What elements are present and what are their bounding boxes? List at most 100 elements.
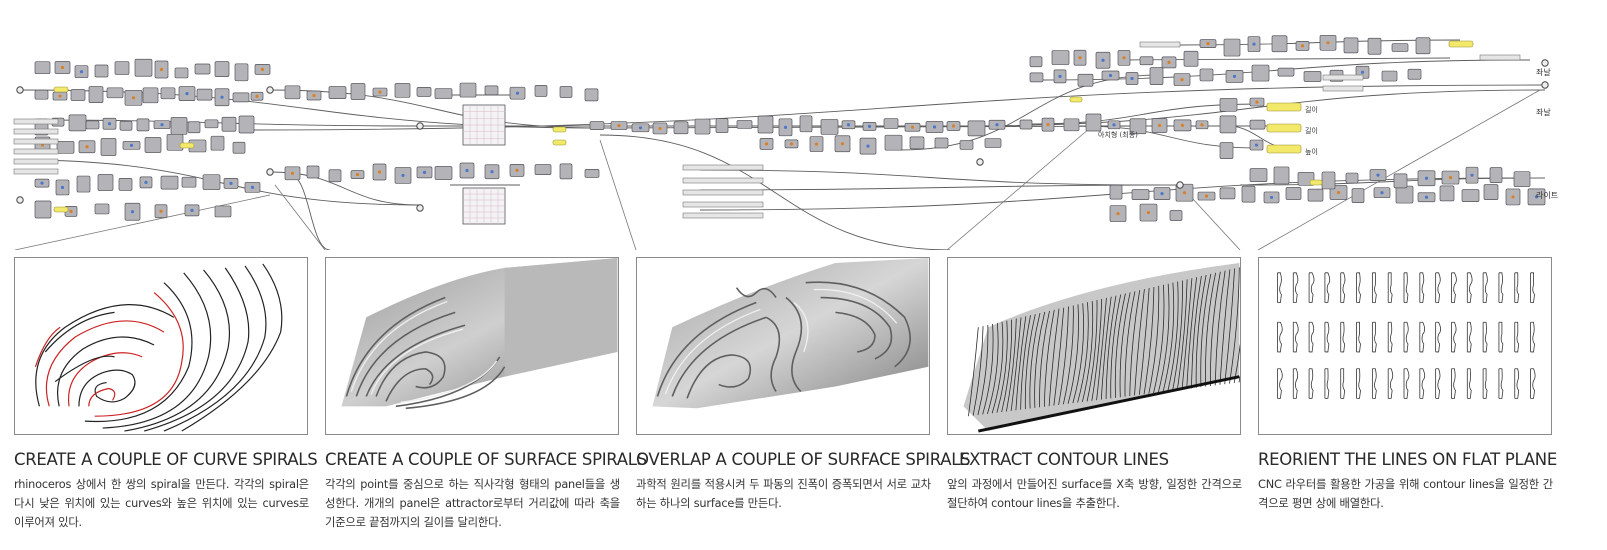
component-node-94 (589, 121, 605, 131)
relay-3 (266, 168, 274, 176)
contour-line-37 (1143, 286, 1155, 395)
component-node-74 (306, 165, 320, 179)
node-label-height: 높이 (1305, 148, 1318, 156)
flat-piece-29 (1466, 321, 1472, 353)
contour-line-32 (1119, 292, 1131, 398)
contour-line-14 (1034, 311, 1046, 408)
component-node-66 (284, 85, 301, 100)
node-dot-21 (185, 92, 189, 96)
component-node-35 (204, 119, 219, 129)
node-dot-79 (401, 173, 405, 178)
yellow-panel-7 (1266, 144, 1302, 154)
contour-line-16 (1043, 309, 1055, 407)
node-label-length-1: 길이 (1305, 106, 1318, 114)
pointer-line-0 (14, 194, 271, 251)
flat-piece-21 (1340, 321, 1346, 353)
component-node-187 (1249, 168, 1268, 182)
node-dot-115 (764, 142, 769, 146)
contour-line-29 (1105, 295, 1117, 400)
component-node-59 (34, 200, 52, 219)
component-node-18 (142, 87, 159, 104)
component-node-100 (715, 118, 729, 134)
component-node-122 (959, 140, 974, 150)
yellow-panel-2 (179, 142, 195, 149)
node-dot-84 (515, 91, 520, 95)
contour-line-21 (1067, 304, 1079, 404)
component-node-56 (202, 174, 221, 191)
flat-piece-9 (1419, 272, 1425, 303)
contour-line-40 (1157, 283, 1170, 393)
component-node-124 (1019, 119, 1033, 130)
component-node-5 (134, 58, 153, 77)
node-dot-138 (1122, 56, 1126, 60)
component-node-27 (68, 114, 87, 132)
flat-piece-49 (1514, 368, 1520, 399)
contour-line-10 (1015, 316, 1027, 411)
component-node-30 (119, 120, 133, 131)
flat-piece-13 (1482, 272, 1488, 303)
component-node-71 (394, 82, 411, 98)
component-node-46 (210, 135, 225, 151)
step-4-title: EXTRACT CONTOUR LINES (959, 450, 1169, 469)
node-dot-111 (932, 125, 937, 129)
component-node-14 (70, 89, 86, 101)
component-node-165 (1381, 70, 1398, 82)
step-2-title: CREATE A COUPLE OF SURFACE SPIRALS (325, 450, 647, 469)
component-node-31 (136, 118, 150, 132)
yellow-panel-10 (1069, 96, 1083, 103)
node-dot-30 (107, 122, 112, 126)
flat-piece-37 (1324, 368, 1330, 399)
component-node-4 (114, 61, 130, 75)
contour-line-12 (1024, 314, 1036, 410)
node-dot-64 (159, 209, 163, 213)
component-node-154 (1343, 37, 1359, 54)
flat-piece-38 (1340, 368, 1346, 399)
node-dot-104 (783, 125, 788, 129)
node-dot-119 (866, 144, 870, 148)
node-dot-54 (144, 180, 148, 184)
contour-line-31 (1114, 293, 1126, 398)
flat-piece-46 (1466, 368, 1472, 399)
node-dot-14 (58, 94, 62, 98)
component-node-16 (106, 87, 124, 99)
yellow-panel-3 (552, 126, 567, 133)
node-dot-12 (260, 67, 265, 72)
component-node-143 (1077, 73, 1094, 87)
contour-line-5 (991, 321, 1004, 414)
step-3-title: OVERLAP A COUPLE OF SURFACE SPIRALS (636, 450, 971, 469)
flat-piece-18 (1292, 321, 1299, 353)
contour-line-52 (1214, 270, 1226, 386)
component-node-61 (94, 203, 110, 215)
contour-line-33 (1124, 291, 1136, 397)
output-label-2: 좌날 (1536, 108, 1551, 117)
component-node-10 (234, 63, 249, 82)
component-node-133 (1029, 56, 1043, 68)
node-label-arch-final: 아치형 (최종) (1098, 131, 1138, 139)
contour-line-34 (1129, 290, 1141, 397)
component-node-161 (1277, 67, 1295, 77)
node-dot-149 (1206, 42, 1210, 46)
contour-line-53 (1219, 269, 1231, 385)
component-node-162 (1303, 71, 1322, 82)
node-dot-108 (867, 124, 872, 128)
step-3-description: 과학적 원리를 적용시켜 두 파동의 진폭이 증폭되면서 서로 교차하는 하나의… (636, 478, 931, 510)
flat-piece-36 (1308, 368, 1314, 399)
node-dot-197 (1470, 173, 1474, 177)
step-5-description: CNC 라우터를 활용한 가공을 위해 contour lines을 일정한 간… (1258, 478, 1553, 510)
pointer-line-2 (599, 139, 637, 251)
node-dot-77 (355, 172, 360, 177)
component-node-157 (1415, 37, 1431, 55)
component-node-191 (1345, 172, 1359, 184)
component-node-65 (214, 205, 232, 218)
node-dot-43 (129, 143, 134, 147)
flat-piece-17 (1277, 321, 1283, 353)
node-dot-65 (190, 208, 194, 212)
component-node-75 (328, 169, 342, 183)
flat-piece-8 (1403, 272, 1409, 303)
node-dot-151 (1252, 42, 1256, 46)
step-2-description: 각각의 point를 중심으로 하는 직사각형 형태의 panel들을 생성한다… (325, 478, 620, 529)
slider-right-3 (1479, 54, 1521, 61)
node-dot-25 (255, 94, 259, 98)
component-node-140 (1183, 50, 1199, 67)
node-dot-172 (1204, 194, 1209, 198)
